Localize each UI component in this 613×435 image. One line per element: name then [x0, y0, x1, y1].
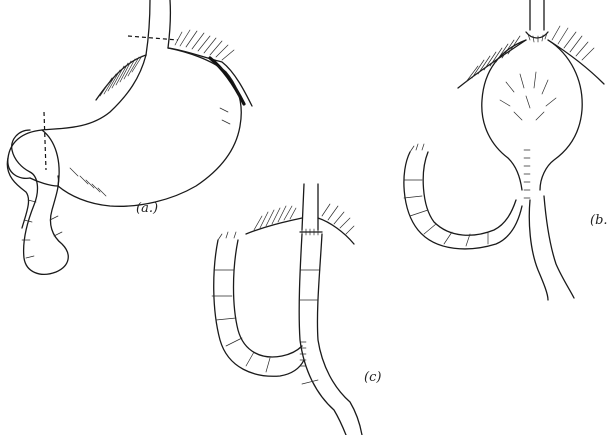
panel-c-hatching-left	[254, 206, 296, 230]
panel-a-stomach-drawing	[7, 0, 252, 274]
panel-b-jejunum-loop	[404, 152, 522, 249]
panel-a-esophagus	[146, 0, 170, 55]
panel-c-roux-limb	[299, 234, 362, 435]
panel-a-esophageal-cut-line	[128, 36, 178, 40]
panel-a-label: (a.)	[136, 201, 158, 216]
panel-b-hatching-right	[552, 26, 594, 60]
panel-a-duodenum	[7, 130, 68, 274]
panel-a-hatching-left	[100, 56, 142, 96]
panel-b-efferent-limb	[529, 196, 574, 300]
panel-b-suture-line	[524, 150, 530, 198]
panel-a-hatching-right	[175, 30, 234, 60]
panel-c-label: (c)	[364, 370, 381, 385]
panel-a-stomach-outline	[8, 48, 241, 206]
panel-c-biliary-limb	[214, 240, 304, 376]
panel-b-esophagus	[530, 0, 544, 30]
panel-b-label: (b.	[590, 213, 608, 228]
panel-a-antrum	[30, 130, 59, 186]
panel-a-pyloric-cut-line	[44, 112, 46, 170]
panel-b-omentum-left	[458, 40, 526, 88]
panel-b-anastomosis-drawing	[404, 0, 604, 300]
panel-b-gastric-pouch	[482, 40, 582, 190]
panel-c-esophagus	[302, 184, 318, 230]
panel-c-roux-y-drawing	[212, 184, 362, 435]
panel-b-hatching-left	[466, 36, 520, 82]
panel-b-pouch-folds	[500, 72, 556, 120]
